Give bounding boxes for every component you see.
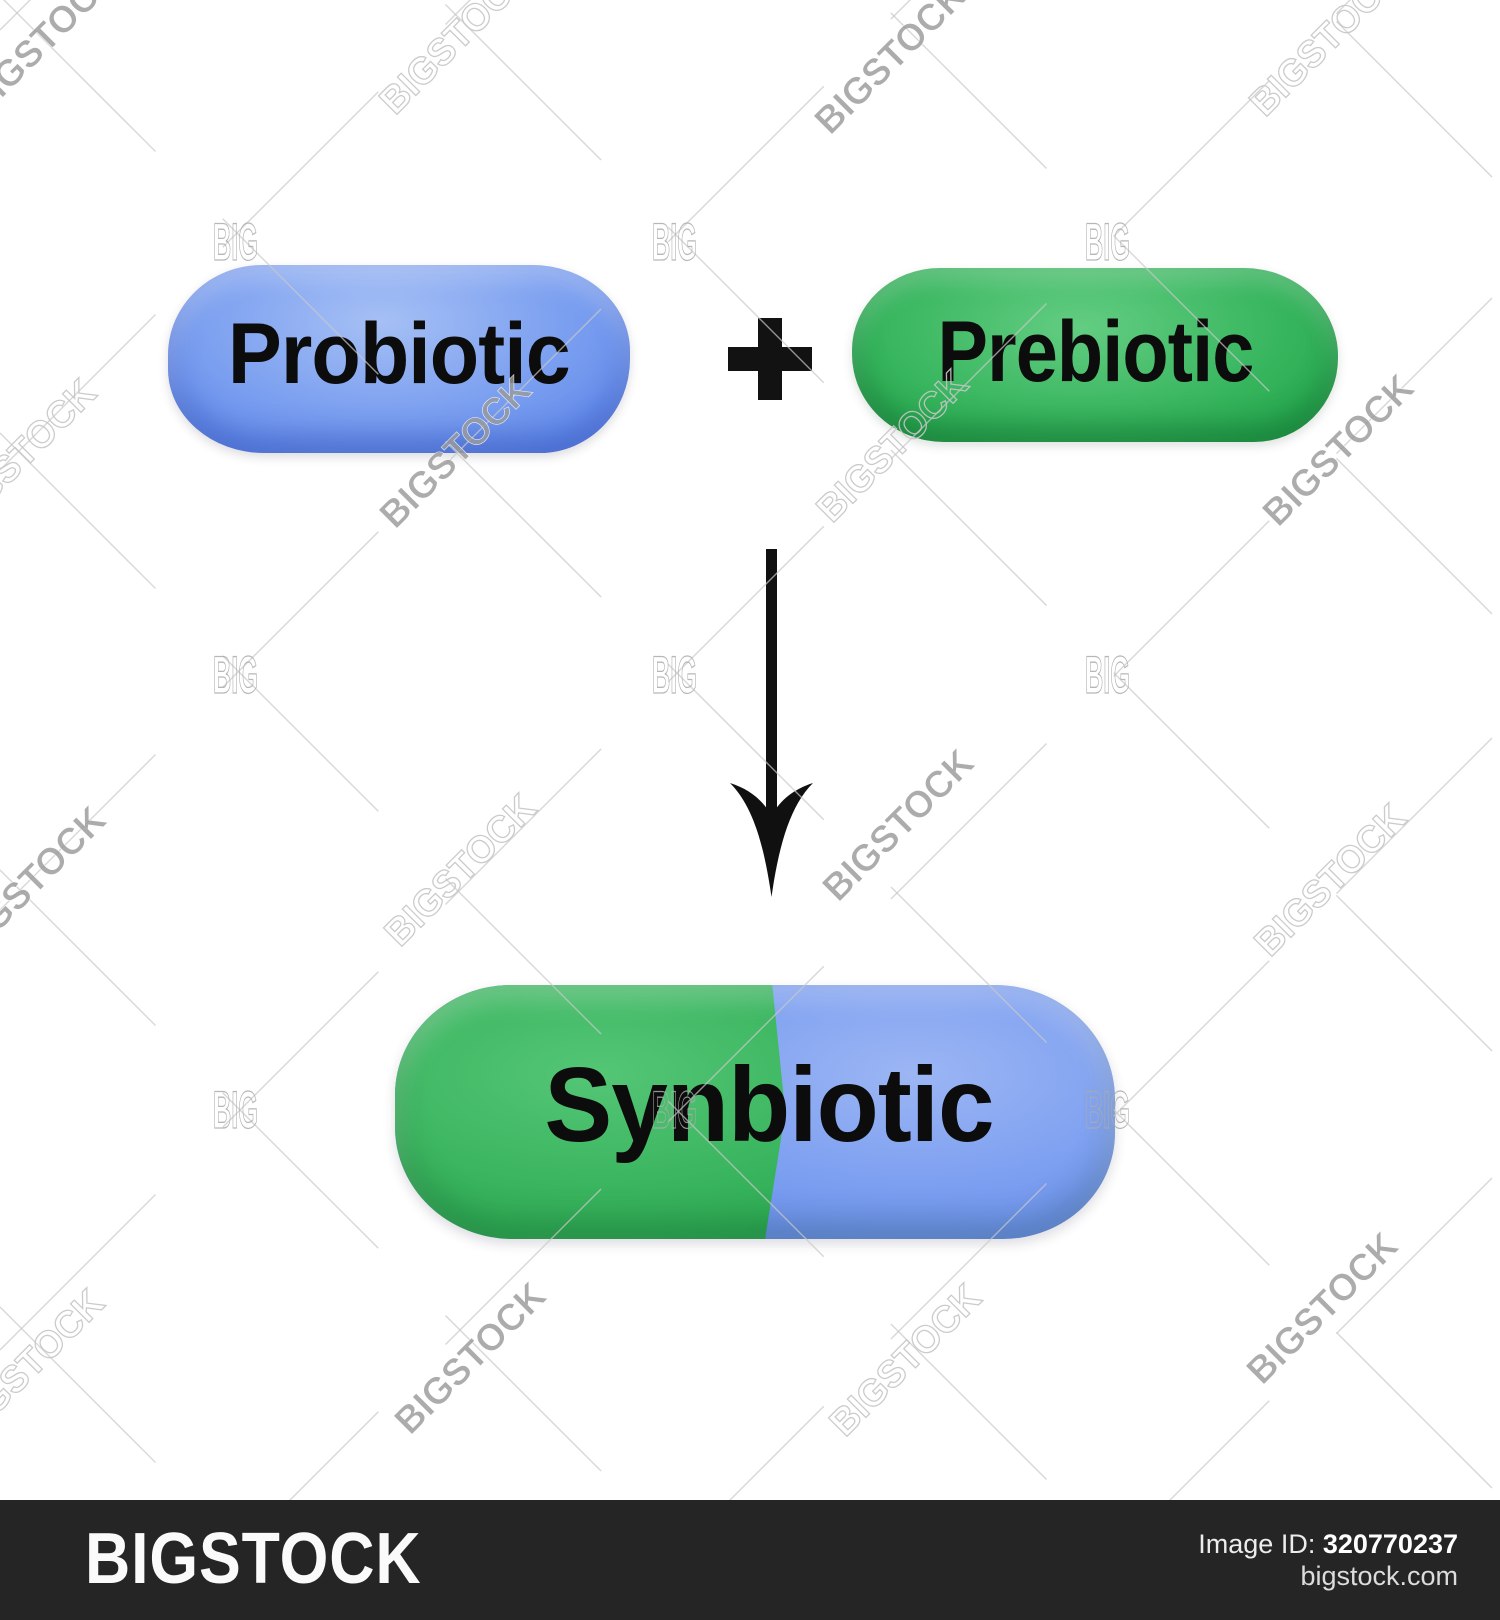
prebiotic-capsule: Prebiotic — [852, 268, 1338, 442]
bigstock-logo: BIGSTOCK — [85, 1519, 422, 1599]
probiotic-label: Probiotic — [228, 305, 571, 402]
image-id-label: Image ID: — [1198, 1529, 1316, 1559]
synbiotic-label: Synbiotic — [544, 1045, 994, 1164]
image-meta: Image ID: 320770237 bigstock.com — [1198, 1528, 1458, 1592]
probiotic-capsule: Probiotic — [168, 265, 630, 453]
site-url: bigstock.com — [1300, 1561, 1458, 1591]
image-id-line: Image ID: 320770237 — [1198, 1528, 1458, 1560]
synbiotic-capsule: Synbiotic — [395, 985, 1115, 1239]
image-id-value: 320770237 — [1322, 1529, 1458, 1559]
synbiotic-diagram: Probiotic + Prebiotic Synbiotic — [168, 265, 1338, 1239]
prebiotic-label: Prebiotic — [937, 303, 1254, 400]
arrow-down-icon — [730, 549, 813, 897]
plus-icon: + — [728, 318, 812, 400]
footer-bar: BIGSTOCK Image ID: 320770237 bigstock.co… — [0, 1500, 1500, 1620]
